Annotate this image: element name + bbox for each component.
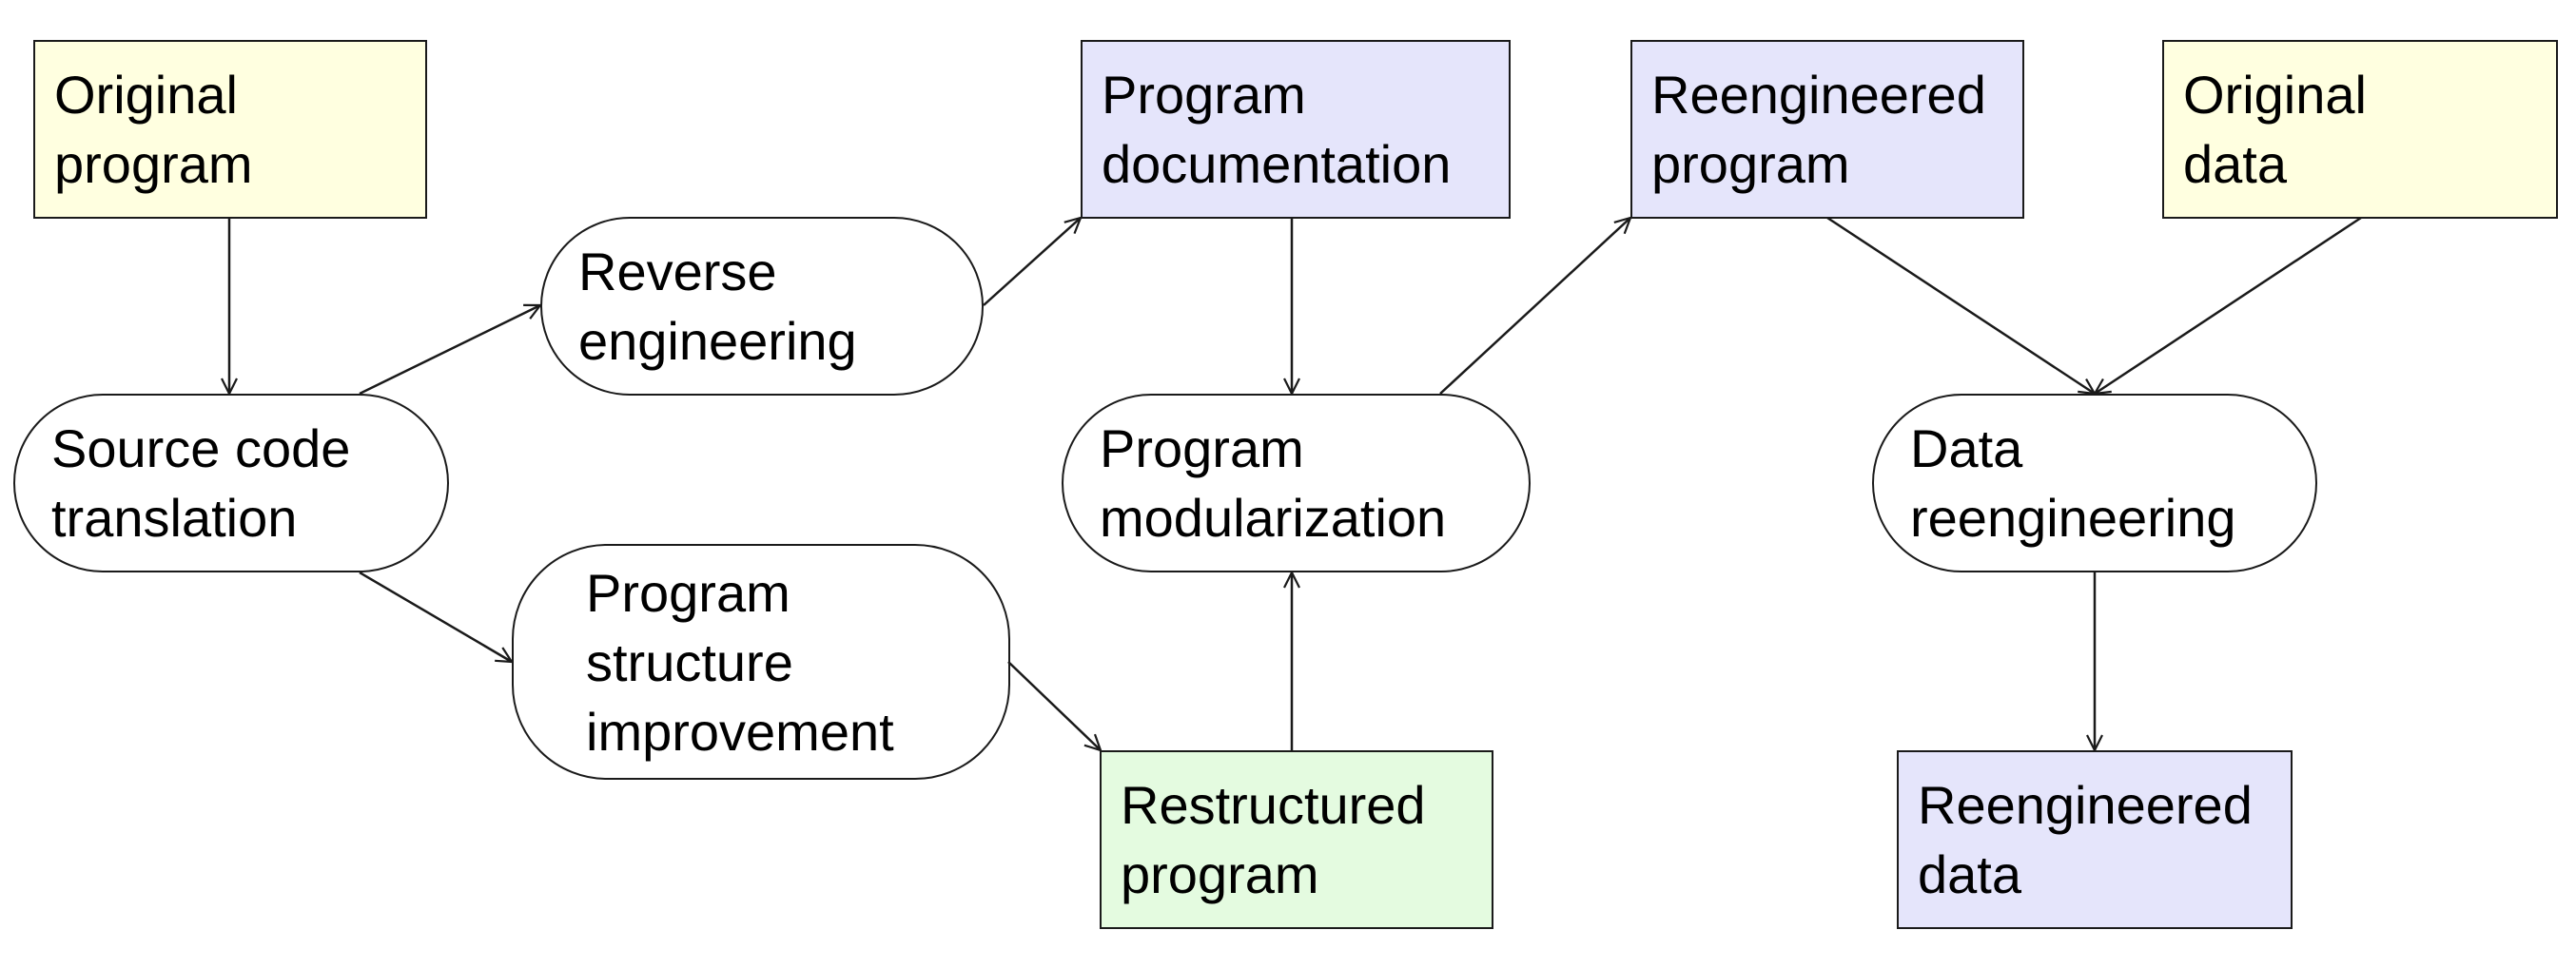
node-source-code-translation: Source code translation <box>13 394 449 572</box>
node-label: Program structure improvement <box>586 562 894 762</box>
arrow-reengineered-program-to-data-reengineering <box>1826 216 2095 394</box>
arrow-modularization-to-reengineered-program <box>1439 218 1630 395</box>
arrow-structure-improvement-to-restructured-program <box>1007 661 1101 750</box>
node-label: Reengineered data <box>1918 775 2253 904</box>
node-program-structure-improvement: Program structure improvement <box>512 544 1010 780</box>
node-reengineered-program: Reengineered program <box>1630 40 2024 219</box>
node-label: Data reengineering <box>1910 418 2236 548</box>
node-label: Restructured program <box>1121 775 1426 904</box>
arrow-reverse-engineering-to-documentation <box>983 218 1081 306</box>
node-label: Reverse engineering <box>578 242 857 371</box>
node-program-modularization: Program modularization <box>1062 394 1531 572</box>
node-original-data: Original data <box>2162 40 2558 219</box>
node-label: Original data <box>2183 65 2367 194</box>
node-label: Source code translation <box>51 418 351 548</box>
node-label: Reengineered program <box>1651 65 1986 194</box>
arrow-original-data-to-data-reengineering <box>2095 216 2362 394</box>
node-original-program: Original program <box>33 40 427 219</box>
node-data-reengineering: Data reengineering <box>1872 394 2317 572</box>
node-label: Original program <box>54 65 253 194</box>
node-restructured-program: Restructured program <box>1100 750 1493 929</box>
arrow-translation-to-reverse-engineering <box>359 305 540 396</box>
node-label: Program modularization <box>1100 418 1447 548</box>
node-label: Program documentation <box>1102 65 1452 194</box>
node-reverse-engineering: Reverse engineering <box>540 217 984 396</box>
node-program-documentation: Program documentation <box>1081 40 1511 219</box>
node-reengineered-data: Reengineered data <box>1897 750 2293 929</box>
arrow-translation-to-structure-improvement <box>359 571 512 662</box>
